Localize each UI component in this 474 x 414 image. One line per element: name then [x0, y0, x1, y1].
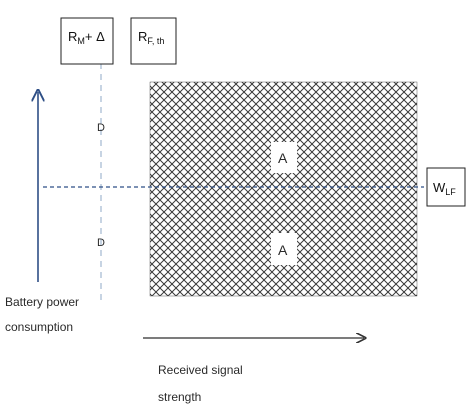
- x-axis-label-line2: strength: [158, 390, 201, 404]
- region-d-upper-label: D: [97, 122, 105, 134]
- region-a-lower-label: A: [278, 242, 288, 258]
- rm-delta-box: [60, 17, 114, 65]
- y-axis-label-line2: consumption: [5, 320, 73, 334]
- wlf-box: [426, 167, 466, 207]
- rf-threshold-box: [130, 17, 177, 65]
- y-axis-label-line1: Battery power: [5, 295, 79, 309]
- region-d-lower-label: D: [97, 237, 105, 249]
- wlf-label: WLF: [433, 180, 456, 197]
- region-a-lower-box: [271, 233, 297, 265]
- region-a-upper-label: A: [278, 150, 288, 166]
- rf-threshold-label: RF, th: [138, 29, 164, 46]
- rm-delta-label: RM+ Δ: [68, 29, 105, 46]
- region-a-upper-box: [271, 142, 297, 173]
- x-axis-label-line1: Received signal: [158, 363, 243, 377]
